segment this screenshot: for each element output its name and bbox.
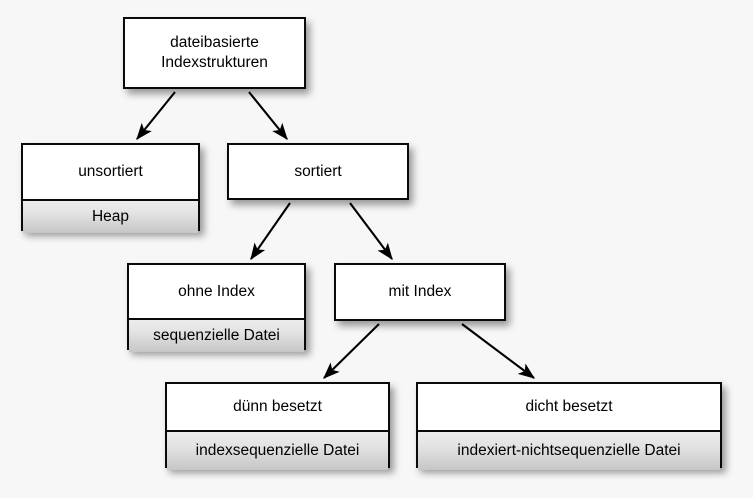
- edge-sortiert-to-mit-index: [349, 202, 393, 261]
- node-dicht-besetzt-title: dicht besetzt: [418, 384, 720, 430]
- node-sortiert-title: sortiert: [229, 145, 407, 198]
- node-mit-index[interactable]: mit Index: [334, 263, 506, 321]
- node-duenn-besetzt-subtype: indexsequenzielle Datei: [167, 430, 388, 470]
- node-root[interactable]: dateibasierte Indexstrukturen: [123, 17, 306, 89]
- node-dicht-besetzt-subtype: indexiert-nichtsequenzielle Datei: [418, 430, 720, 470]
- node-ohne-index-subtype: sequenzielle Datei: [129, 318, 304, 352]
- edge-sortiert-to-ohne-index: [250, 202, 291, 261]
- node-ohne-index-title: ohne Index: [129, 265, 304, 318]
- node-duenn-besetzt-title: dünn besetzt: [167, 384, 388, 430]
- node-mit-index-title: mit Index: [336, 265, 504, 319]
- node-unsortiert-subtype: Heap: [23, 199, 198, 233]
- node-root-title: dateibasierte Indexstrukturen: [125, 19, 304, 87]
- node-sortiert[interactable]: sortiert: [227, 143, 409, 200]
- edge-mit-index-to-duenn: [323, 323, 380, 379]
- edge-mit-index-to-dicht: [461, 323, 536, 379]
- node-unsortiert-title: unsortiert: [23, 145, 198, 199]
- edge-root-to-unsortiert: [136, 91, 176, 140]
- edge-root-to-sortiert: [248, 91, 288, 140]
